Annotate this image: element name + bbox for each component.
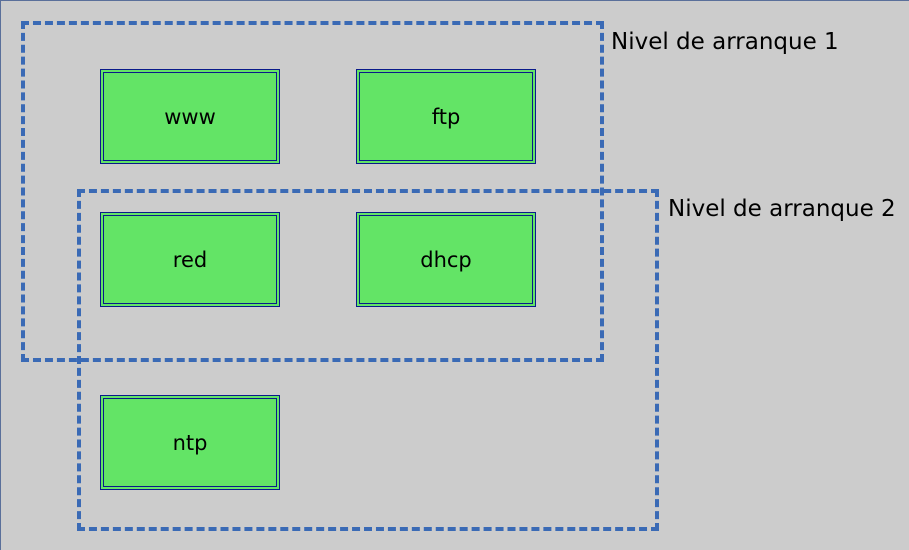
service-box-dhcp: dhcp [356,212,536,307]
service-label-ntp: ntp [172,430,208,455]
service-box-ftp: ftp [356,69,536,164]
service-label-dhcp: dhcp [420,247,472,272]
service-label-red: red [172,247,208,272]
runlevel-2-group [77,189,659,531]
service-label-www: www [164,104,216,129]
service-box-ntp: ntp [100,395,280,490]
service-box-red: red [100,212,280,307]
runlevel-1-label: Nivel de arranque 1 [611,29,839,55]
service-label-ftp: ftp [431,104,461,129]
runlevel-2-label: Nivel de arranque 2 [668,196,896,222]
service-box-www: www [100,69,280,164]
